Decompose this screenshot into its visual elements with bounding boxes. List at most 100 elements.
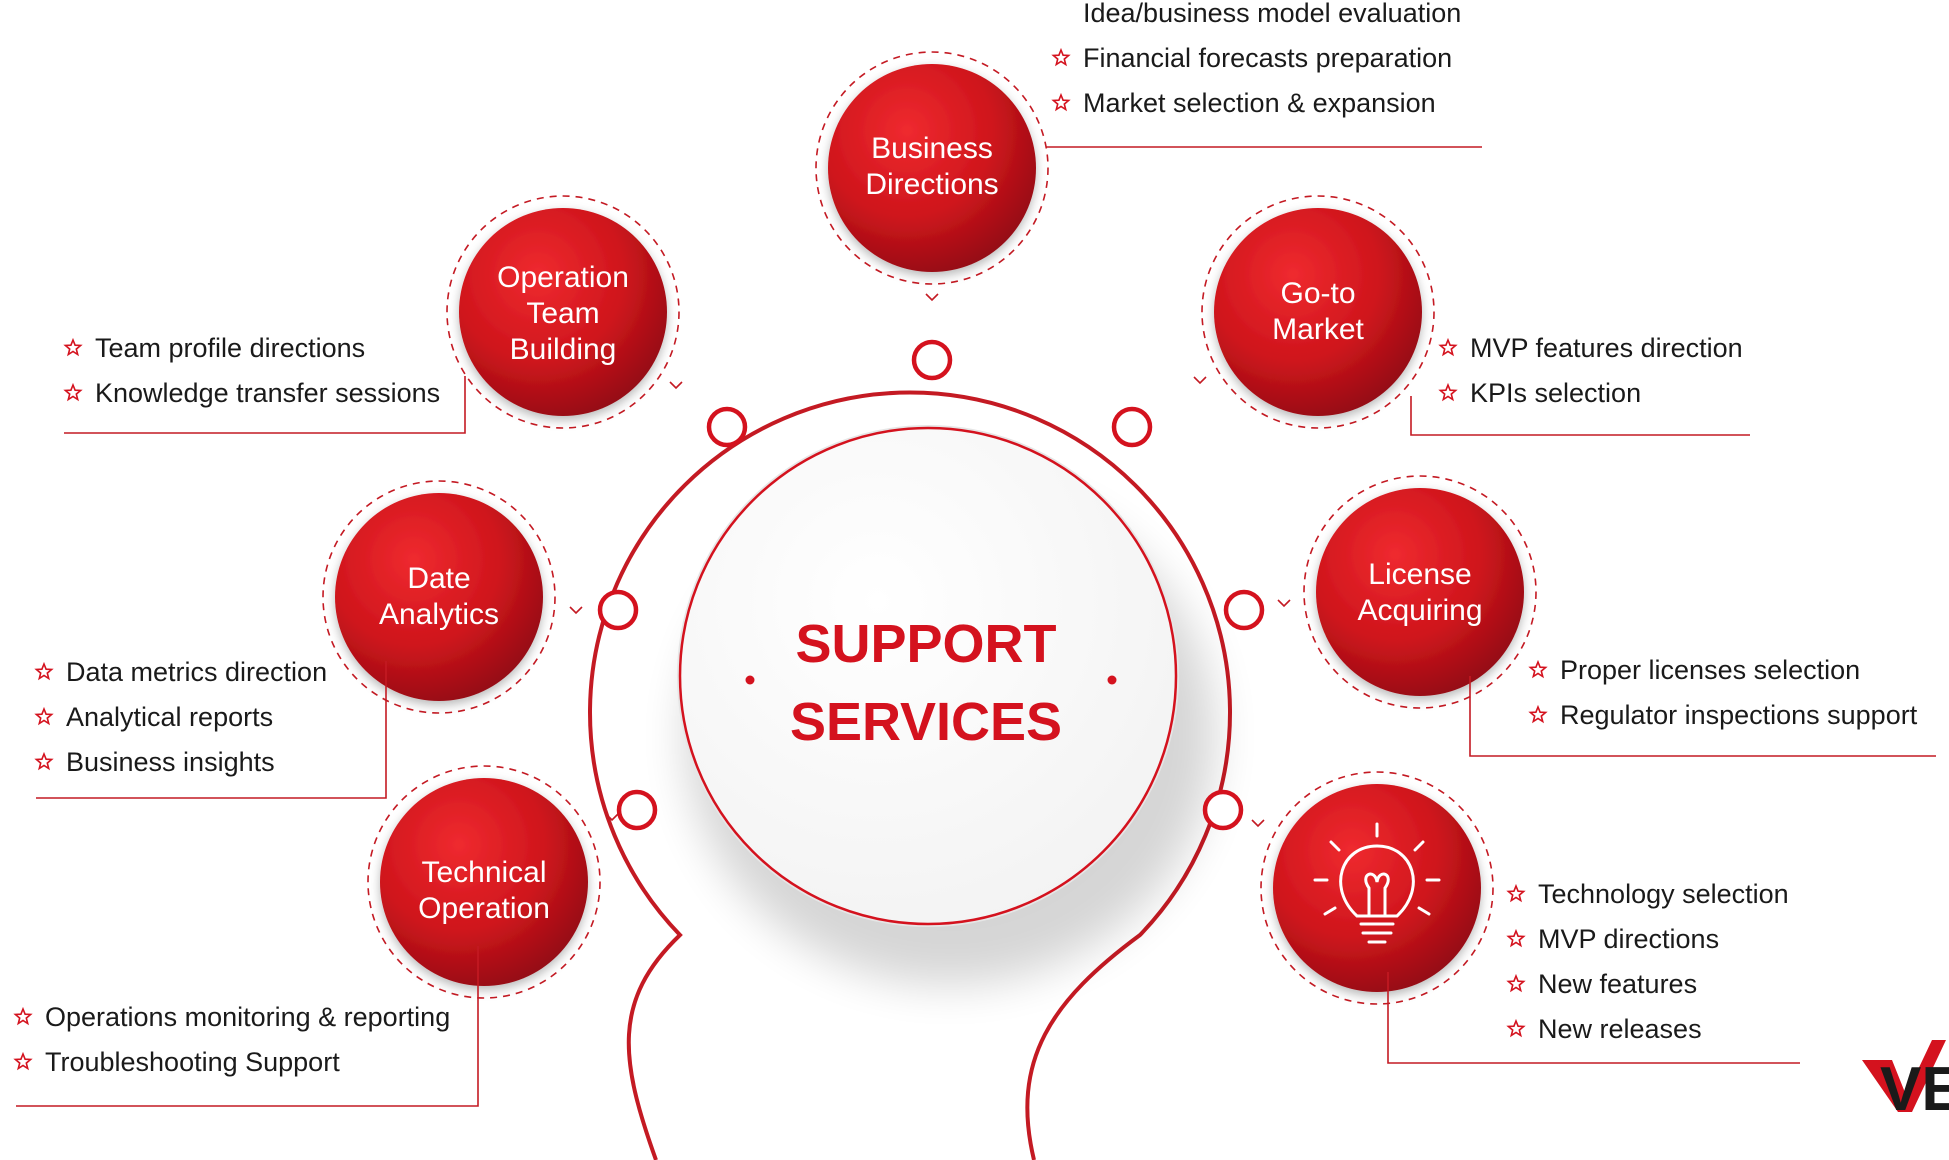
node-label-line: Market (1272, 313, 1364, 346)
node-circle (380, 778, 588, 986)
star-bullet-icon (34, 661, 54, 681)
star-bullet-icon (1506, 1018, 1526, 1038)
center-dot-right (1107, 675, 1117, 685)
leader-line (16, 946, 479, 1107)
node-dashed-ring (1303, 475, 1537, 709)
node-label-line: Operation (418, 892, 550, 925)
node-label-line: Analytics (379, 598, 499, 631)
lightbulb-icon (1313, 822, 1441, 944)
star-bullet-icon (1051, 92, 1071, 112)
node-pointer (605, 813, 619, 822)
brand-logo-text: VE (1880, 1055, 1949, 1124)
node-circle (335, 493, 543, 701)
leader-line (1387, 972, 1800, 1064)
center-inner-ring (678, 426, 1178, 926)
center-circle (677, 425, 1179, 927)
service-item-text: Troubleshooting Support (45, 1047, 340, 1077)
leader-line (1469, 676, 1936, 757)
node-pointer (669, 381, 683, 390)
star-bullet-icon (1438, 382, 1458, 402)
node-pointer (1277, 599, 1291, 608)
node-circle (1273, 784, 1481, 992)
star-bullet-icon (63, 382, 83, 402)
service-item-text: Proper licenses selection (1560, 655, 1860, 685)
node-label-line: Directions (865, 168, 998, 201)
node-dashed-ring (815, 51, 1049, 285)
service-item-text: Analytical reports (66, 702, 273, 732)
service-item-text: Knowledge transfer sessions (95, 378, 440, 408)
hub-ring (588, 390, 1232, 1160)
service-item-text: Team profile directions (95, 333, 365, 363)
star-bullet-icon (1506, 973, 1526, 993)
node-label-line: Building (510, 333, 617, 366)
node-dashed-ring (1260, 771, 1494, 1005)
node-circle (1214, 208, 1422, 416)
star-bullet-icon (1438, 337, 1458, 357)
node-pointer (925, 293, 939, 302)
service-item-text: Idea/business model evaluation (1083, 0, 1461, 28)
center-title-line1: SUPPORT (795, 614, 1056, 674)
service-item-text: Financial forecasts preparation (1083, 43, 1452, 73)
hub-connector-dot (1111, 406, 1153, 448)
star-bullet-icon (1506, 883, 1526, 903)
hub-connector-dot (911, 339, 953, 381)
brand-logo: VE (1862, 1040, 1949, 1124)
star-bullet-icon (34, 706, 54, 726)
service-item-text: Operations monitoring & reporting (45, 1002, 450, 1032)
service-item-text: Data metrics direction (66, 657, 327, 687)
service-item-text: Technology selection (1538, 879, 1789, 909)
hub-connector-dot (1223, 589, 1265, 631)
node-circle (1316, 488, 1524, 696)
node-dashed-ring (1201, 195, 1435, 429)
service-item-text: MVP features direction (1470, 333, 1743, 363)
service-item-text: Regulator inspections support (1560, 700, 1918, 730)
service-item-text: MVP directions (1538, 924, 1719, 954)
hub-connector-dot (597, 589, 639, 631)
node-dashed-ring (446, 195, 680, 429)
star-bullet-icon (13, 1006, 33, 1026)
node-dashed-ring (367, 765, 601, 999)
leader-line (1410, 396, 1750, 436)
star-bullet-icon (63, 337, 83, 357)
star-bullet-icon (13, 1051, 33, 1071)
node-circle (459, 208, 667, 416)
service-item-text: Business insights (66, 747, 275, 777)
node-label-line: Date (407, 562, 470, 595)
service-item-text: New releases (1538, 1014, 1702, 1044)
service-item-text: Market selection & expansion (1083, 88, 1436, 118)
hub-connector-dot (1202, 789, 1244, 831)
node-circle (828, 64, 1036, 272)
node-pointer (1193, 376, 1207, 385)
node-label-line: Go-to (1280, 277, 1355, 310)
star-bullet-icon (1051, 47, 1071, 67)
service-item-text: KPIs selection (1470, 378, 1641, 408)
node-label-line: Acquiring (1357, 594, 1482, 627)
hub-connector-dot (616, 789, 658, 831)
star-bullet-icon (1506, 928, 1526, 948)
node-label-line: License (1368, 558, 1471, 591)
service-item-text: New features (1538, 969, 1697, 999)
center-dot-left (745, 675, 755, 685)
node-pointer (1251, 819, 1265, 828)
node-dashed-ring (322, 480, 556, 714)
leader-line (64, 376, 466, 434)
node-label-line: Business (871, 132, 993, 165)
node-label-line: Team (526, 297, 599, 330)
star-bullet-icon (34, 751, 54, 771)
star-bullet-icon (1528, 659, 1548, 679)
node-label-line: Technical (421, 856, 546, 889)
star-bullet-icon (1528, 704, 1548, 724)
node-label-line: Operation (497, 261, 629, 294)
node-pointer (569, 606, 583, 615)
center-title-line2: SERVICES (790, 692, 1062, 752)
hub-connector-dot (706, 406, 748, 448)
leader-line (36, 661, 387, 799)
